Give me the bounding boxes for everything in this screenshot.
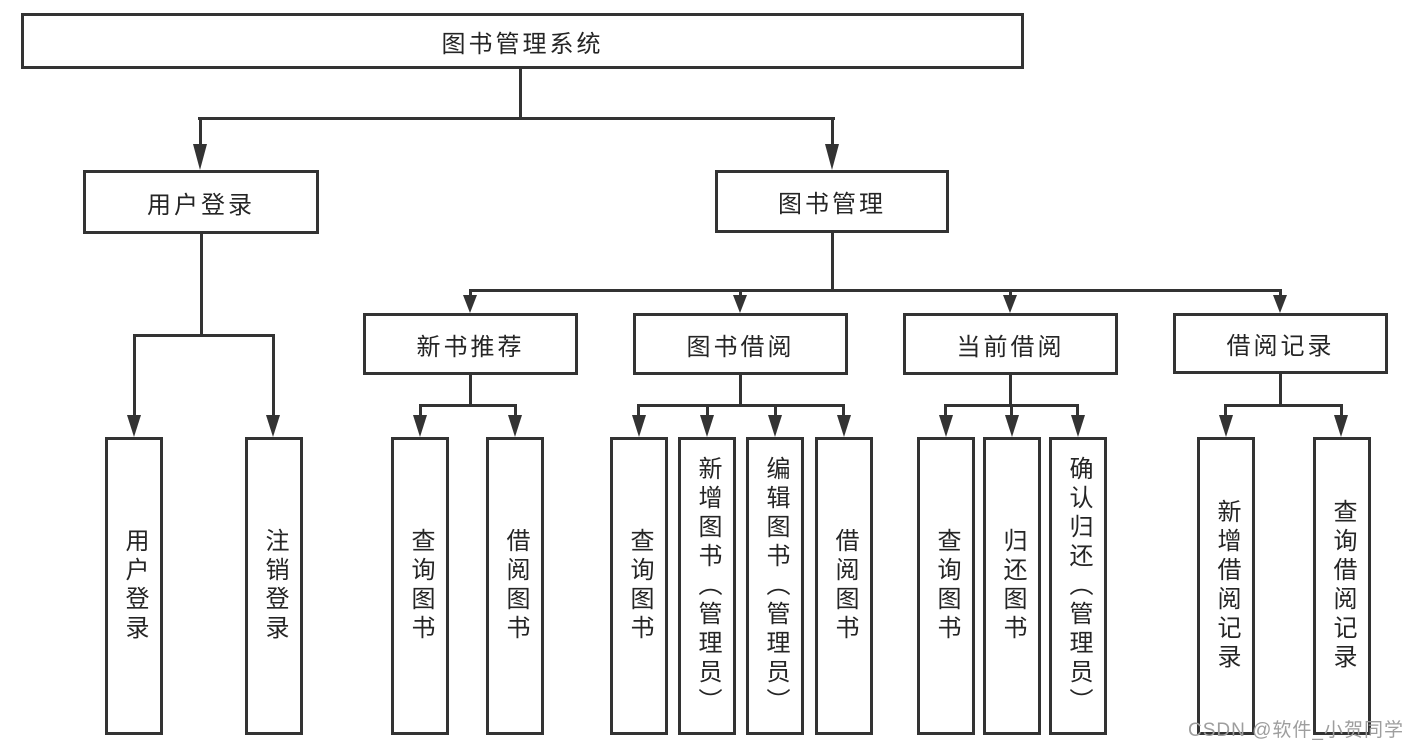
connector-book-borrow-stem-3 (774, 404, 777, 417)
connector-book-borrow-stub (739, 373, 742, 406)
connector-borrow-records-stub (1279, 373, 1282, 406)
connector-l2-rail (198, 117, 835, 120)
node-book-management: 图书管理 (715, 170, 949, 233)
leaf-label: 新增图书（管理员） (694, 455, 721, 717)
node-label: 图书管理系统 (441, 30, 604, 58)
node-label: 新书推荐 (416, 333, 525, 361)
connector-user-login-rail (133, 334, 275, 337)
node-label: 当前借阅 (956, 333, 1065, 361)
leaf-logout: 注销登录 (245, 437, 303, 735)
arrow-down-icon (733, 295, 747, 313)
arrow-down-icon (837, 415, 851, 437)
connector-l3-stem-4 (1279, 289, 1282, 298)
arrow-down-icon (1334, 415, 1348, 437)
connector-new-book-stem-2 (514, 404, 517, 417)
node-new-book-recommend: 新书推荐 (363, 313, 578, 375)
leaf-borrow-query-books: 查询图书 (610, 437, 668, 735)
connector-book-borrow-rail (637, 404, 845, 407)
connector-borrow-records-stem-2 (1340, 404, 1343, 417)
connector-borrow-records-rail (1224, 404, 1343, 407)
connector-borrow-records-stem-1 (1224, 404, 1227, 417)
node-current-borrow: 当前借阅 (903, 313, 1118, 375)
connector-l3-stem-3 (1009, 289, 1012, 298)
arrow-down-icon (463, 295, 477, 313)
connector-book-borrow-stem-4 (842, 404, 845, 417)
leaf-records-add-record: 新增借阅记录 (1197, 437, 1255, 735)
connector-new-book-stub (469, 373, 472, 407)
connector-user-login-stem-1 (133, 334, 136, 417)
leaf-borrow-add-books-admin: 新增图书（管理员） (678, 437, 736, 735)
connector-l2-stem-left (199, 117, 202, 147)
leaf-label: 确认归还（管理员） (1065, 455, 1092, 717)
leaf-label: 查询借阅记录 (1329, 499, 1356, 673)
arrow-down-icon (768, 415, 782, 437)
arrow-down-icon (1219, 415, 1233, 437)
leaf-label: 新增借阅记录 (1213, 499, 1240, 673)
node-book-borrow: 图书借阅 (633, 313, 848, 375)
connector-l3-stem-2 (739, 289, 742, 298)
arrow-down-icon (939, 415, 953, 437)
node-root: 图书管理系统 (21, 13, 1024, 69)
arrow-down-icon (632, 415, 646, 437)
arrow-down-icon (266, 415, 280, 437)
leaf-current-return-books: 归还图书 (983, 437, 1041, 735)
arrow-down-icon (1071, 415, 1085, 437)
connector-user-login-stub (200, 232, 203, 336)
connector-l3-rail (469, 289, 1281, 292)
connector-current-borrow-stem-2 (1010, 404, 1013, 417)
connector-current-borrow-stub (1009, 373, 1012, 406)
connector-book-mgmt-stub (831, 231, 834, 292)
leaf-label: 查询图书 (626, 528, 653, 644)
leaf-label: 查询图书 (933, 528, 960, 644)
node-label: 用户登录 (147, 191, 255, 219)
connector-new-book-rail (419, 404, 517, 407)
leaf-current-confirm-return-admin: 确认归还（管理员） (1049, 437, 1107, 735)
connector-book-borrow-stem-2 (706, 404, 709, 417)
leaf-label: 借阅图书 (831, 528, 858, 644)
arrow-down-icon (508, 415, 522, 437)
arrow-down-icon (1273, 295, 1287, 313)
connector-user-login-stem-2 (272, 334, 275, 417)
arrow-down-icon (700, 415, 714, 437)
leaf-borrow-edit-books-admin: 编辑图书（管理员） (746, 437, 804, 735)
connector-root-stub (519, 66, 522, 119)
node-label: 图书借阅 (686, 333, 795, 361)
connector-l3-stem-1 (469, 289, 472, 298)
leaf-label: 归还图书 (999, 528, 1026, 644)
connector-current-borrow-stem-1 (944, 404, 947, 417)
connector-new-book-stem-1 (419, 404, 422, 417)
leaf-label: 查询图书 (407, 528, 434, 644)
leaf-user-login: 用户登录 (105, 437, 163, 735)
arrow-down-icon (1003, 295, 1017, 313)
leaf-newbook-query-books: 查询图书 (391, 437, 449, 735)
leaf-newbook-borrow-books: 借阅图书 (486, 437, 544, 735)
arrow-down-icon (413, 415, 427, 437)
leaf-label: 借阅图书 (502, 528, 529, 644)
watermark-text: CSDN @软件_小贺同学 (1188, 720, 1404, 741)
arrow-down-icon (1005, 415, 1019, 437)
connector-current-borrow-stem-3 (1076, 404, 1079, 417)
connector-book-borrow-stem-1 (637, 404, 640, 417)
arrow-down-icon (127, 415, 141, 437)
leaf-label: 注销登录 (261, 528, 288, 644)
leaf-label: 用户登录 (121, 528, 148, 644)
leaf-current-query-books: 查询图书 (917, 437, 975, 735)
node-label: 借阅记录 (1226, 333, 1335, 360)
leaf-label: 编辑图书（管理员） (762, 455, 789, 717)
arrow-down-icon (825, 144, 839, 170)
node-borrow-records: 借阅记录 (1173, 313, 1388, 374)
node-user-login: 用户登录 (83, 170, 319, 234)
arrow-down-icon (193, 144, 207, 170)
leaf-records-query-record: 查询借阅记录 (1313, 437, 1371, 735)
connector-l2-stem-right (831, 117, 834, 147)
leaf-borrow-borrow-books: 借阅图书 (815, 437, 873, 735)
node-label: 图书管理 (778, 191, 886, 218)
